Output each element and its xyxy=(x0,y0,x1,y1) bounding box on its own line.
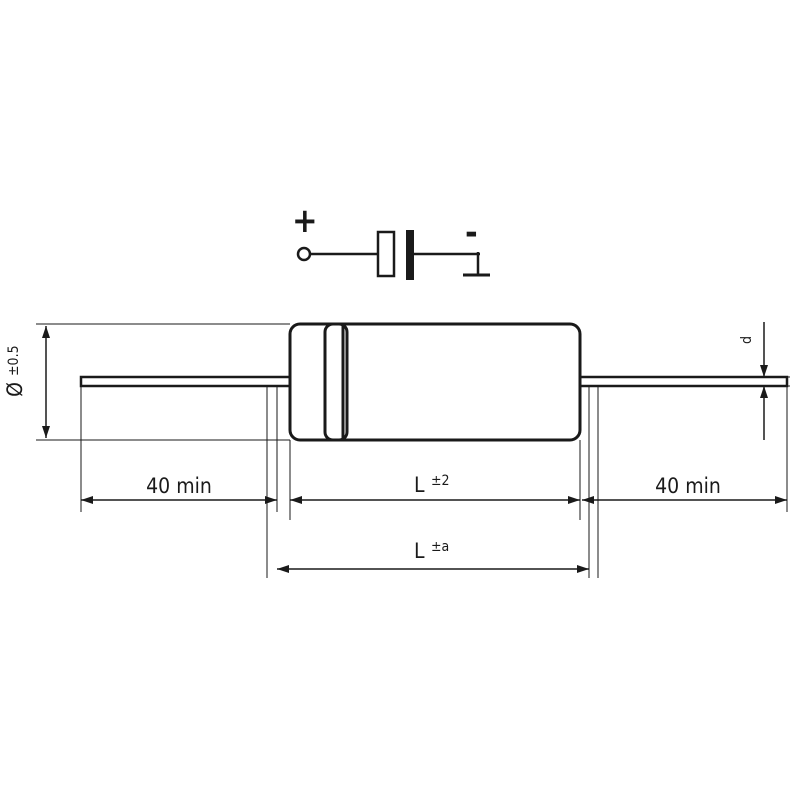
dimension-labels: Ø ±0.5 d 40 min 40 min L ±2 L ±a xyxy=(3,336,755,563)
diameter-symbol: Ø xyxy=(3,382,27,397)
body-length-tolerance: ±2 xyxy=(431,473,450,489)
plus-sign: + xyxy=(292,201,318,241)
positive-plate xyxy=(376,230,396,278)
left-lead-length-label: 40 min xyxy=(146,474,212,498)
overall-length-tolerance: ±a xyxy=(431,539,449,555)
right-lead-length-label: 40 min xyxy=(655,474,721,498)
capacitor-body-drawing xyxy=(79,322,789,442)
body-length-symbol: L xyxy=(414,473,425,497)
dimension-lines xyxy=(36,322,790,578)
diameter-tolerance: ±0.5 xyxy=(6,345,22,376)
right-lead xyxy=(576,375,789,388)
minus-sign: - xyxy=(465,213,478,253)
negative-plate xyxy=(406,230,414,280)
capacitor-body xyxy=(288,322,582,442)
positive-terminal xyxy=(296,246,312,262)
capacitor-symbol: + - xyxy=(292,201,490,280)
overall-length-symbol: L xyxy=(414,539,425,563)
left-lead xyxy=(79,375,295,388)
diameter-label: Ø ±0.5 xyxy=(3,345,27,396)
lead-diameter-label: d xyxy=(739,336,755,344)
